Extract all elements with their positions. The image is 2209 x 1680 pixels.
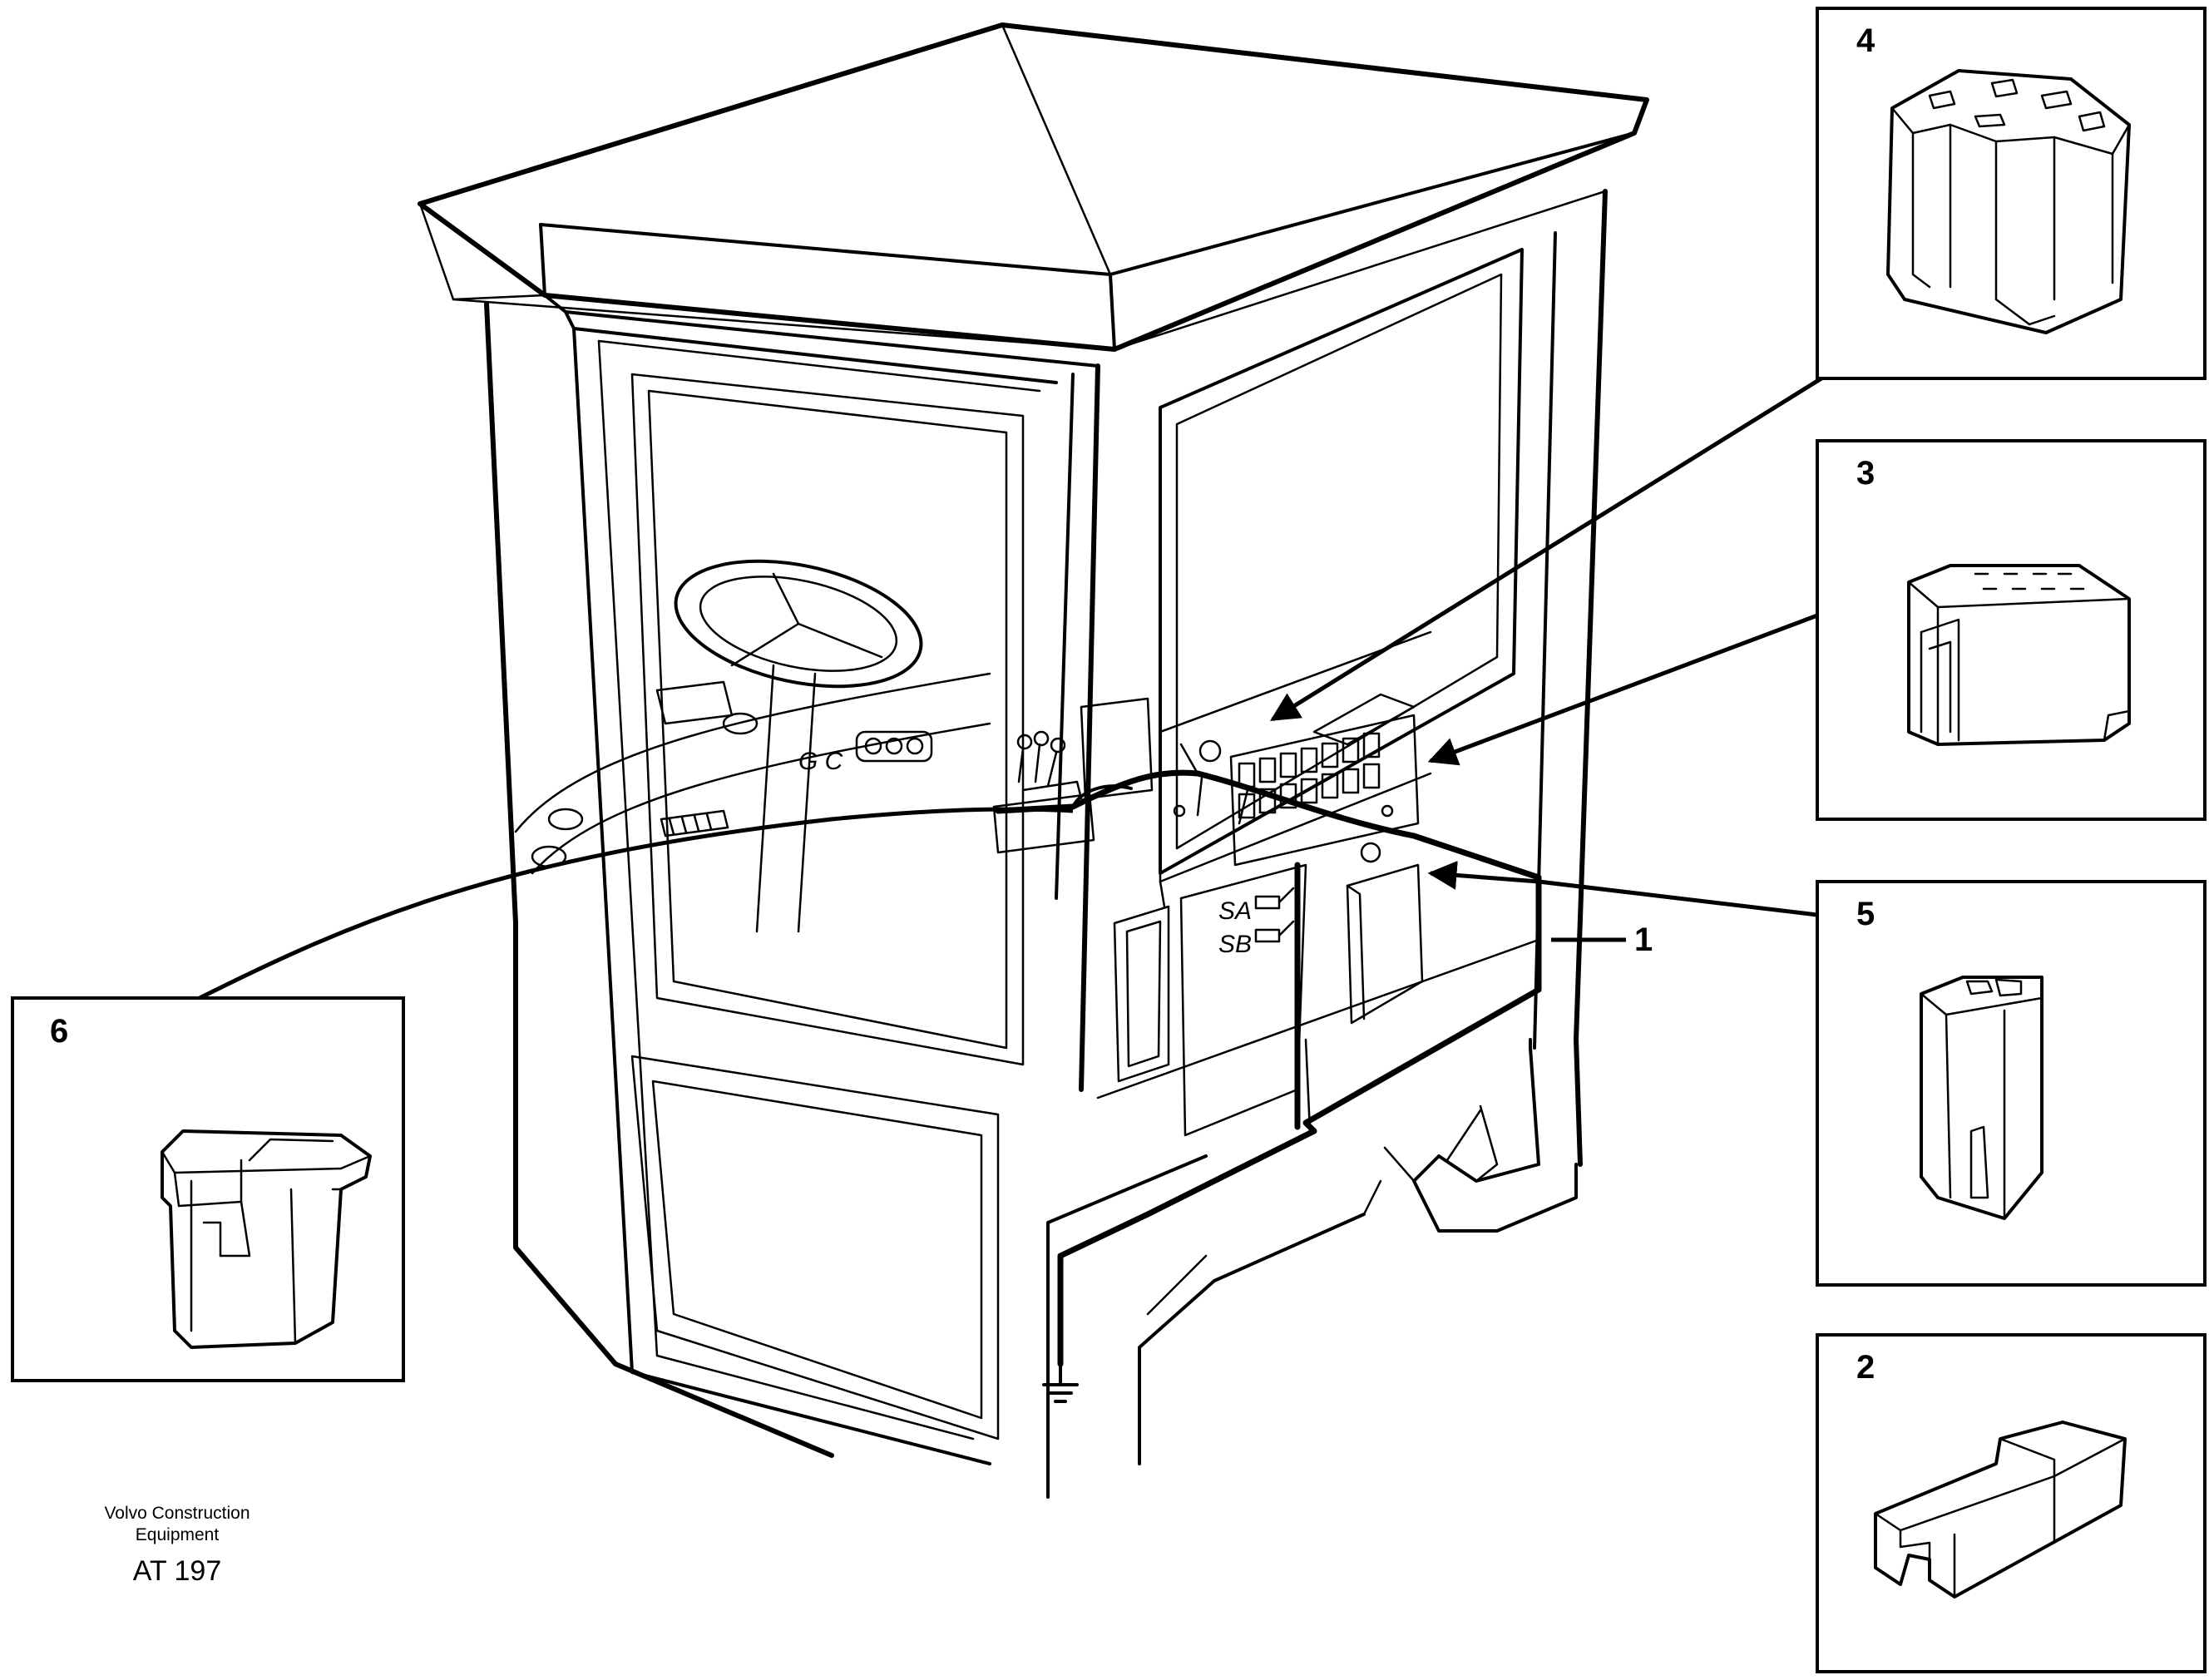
leader-lines <box>198 376 1829 1001</box>
detail-box-5: 5 <box>1816 880 2207 1287</box>
callout-detail-6: 6 <box>50 1013 68 1050</box>
callout-detail-5: 5 <box>1856 896 1875 932</box>
svg-text:G C: G C <box>798 748 843 775</box>
detail-box-2: 2 <box>1816 1333 2207 1673</box>
credit-line-1: Volvo Construction <box>104 1504 250 1523</box>
credit-line-2: Equipment <box>136 1525 220 1544</box>
connector-3-drawing <box>1907 564 2131 746</box>
detail-box-3: 3 <box>1816 439 2207 821</box>
callout-harness-1: 1 <box>1634 922 1653 958</box>
operator-cab: G C <box>418 22 1649 1499</box>
connector-6-drawing <box>161 1129 372 1349</box>
detail-box-6: 6 <box>11 996 405 1382</box>
label-sb: SB <box>1218 931 1252 958</box>
callout-detail-4: 4 <box>1856 22 1875 59</box>
ground-symbol <box>1042 1362 1079 1403</box>
detail-box-4: 4 <box>1816 7 2207 380</box>
connector-2-drawing <box>1874 1421 2127 1598</box>
callout-detail-2: 2 <box>1856 1349 1875 1386</box>
credit-block: Volvo Construction Equipment AT 197 <box>104 1504 250 1587</box>
drawing-code: AT 197 <box>133 1555 221 1587</box>
connector-5-drawing <box>1920 976 2043 1220</box>
callout-detail-3: 3 <box>1856 455 1875 492</box>
connector-4-drawing <box>1886 69 2131 334</box>
label-sa: SA <box>1218 897 1252 925</box>
